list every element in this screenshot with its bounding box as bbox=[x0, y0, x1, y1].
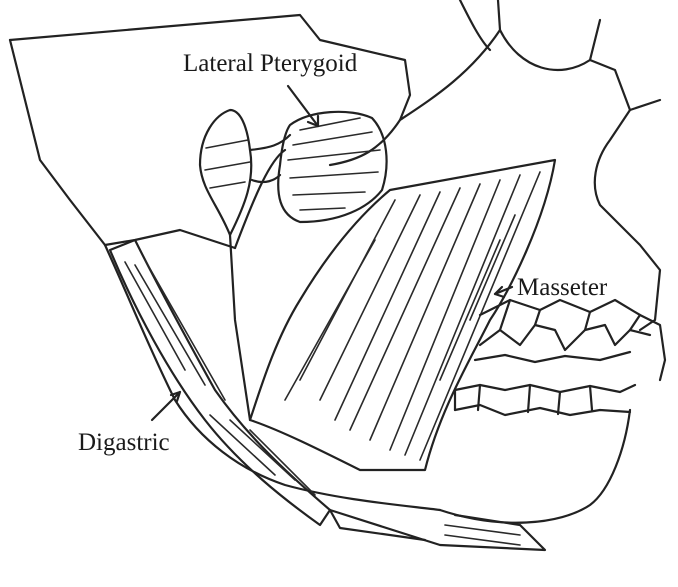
digastric-label: Digastric bbox=[78, 430, 170, 455]
digastric-arrow bbox=[152, 392, 180, 420]
teeth bbox=[455, 300, 665, 415]
lateral-pterygoid-arrow bbox=[288, 86, 318, 126]
lateral-pterygoid-muscle bbox=[278, 112, 386, 222]
lateral-pterygoid-label: Lateral Pterygoid bbox=[183, 51, 357, 76]
masseter-muscle bbox=[250, 160, 555, 470]
masseter-label: Masseter bbox=[517, 275, 607, 300]
digastric-muscle bbox=[110, 240, 330, 525]
condyle-structure bbox=[200, 110, 290, 235]
